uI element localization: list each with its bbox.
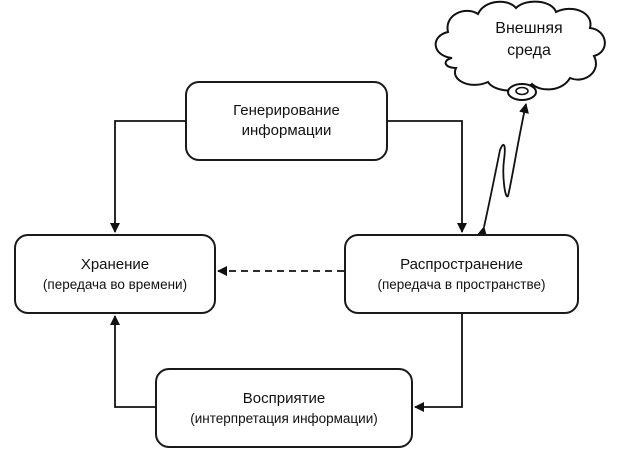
edge-perception-storage [110,315,155,408]
node-distribution: Распространение (передача в пространстве… [344,234,579,314]
cloud-shape [434,0,606,92]
node-generation: Генерирование информации [185,81,388,161]
node-perception-subtitle: (интерпретация информации) [190,410,378,426]
node-distribution-title: Распространение [400,255,523,273]
node-generation-title: Генерирование [233,102,340,119]
node-storage: Хранение (передача во времени) [14,234,216,314]
node-distribution-subtitle: (передача в пространстве) [377,276,546,292]
node-generation-subtitle: информации [241,122,332,139]
node-environment-line1: Внешняя [495,20,563,37]
node-storage-title: Хранение [80,255,150,273]
edge-generation-storage [110,120,185,233]
node-environment-line2: среда [507,42,551,59]
cloud-portal-inner [515,86,529,96]
edge-distribution-perception [414,314,463,412]
node-perception-title: Восприятие [242,389,326,407]
edge-environment-distribution [477,103,529,237]
node-perception: Восприятие (интерпретация информации) [155,368,413,448]
edge-generation-distribution [388,120,467,233]
node-storage-subtitle: (передача во времени) [42,276,188,292]
node-environment: Внешняя среда [470,18,588,62]
